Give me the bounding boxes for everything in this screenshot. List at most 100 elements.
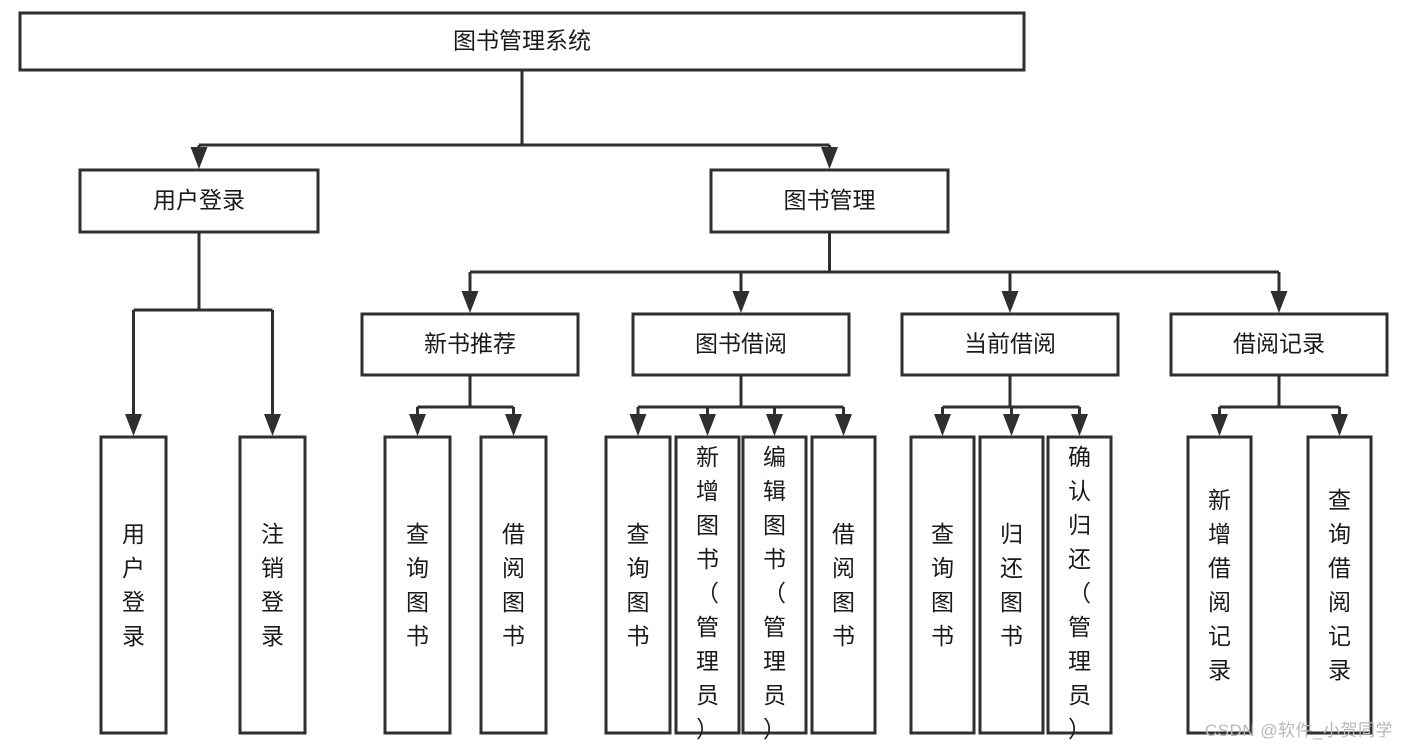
node-label-char: 借 xyxy=(1208,555,1231,581)
arrow-head-icon xyxy=(461,291,479,313)
node-label-char: 增 xyxy=(1208,521,1231,547)
node-label-char: 询 xyxy=(1328,521,1351,547)
node-label-char: 查 xyxy=(931,521,954,547)
node-label-char: 户 xyxy=(122,555,145,581)
arrow-head-icon xyxy=(1003,414,1020,436)
node-box xyxy=(978,435,1045,735)
node-box xyxy=(909,435,976,735)
node-label-char: 归 xyxy=(1068,512,1091,538)
node-box xyxy=(1306,435,1373,735)
node-label-char: 录 xyxy=(1328,657,1351,683)
node-label-char: 询 xyxy=(627,555,650,581)
node-label-char: 录 xyxy=(1208,657,1231,683)
node-label-char: 销 xyxy=(261,555,284,581)
node-box xyxy=(810,435,877,735)
arrow-head-icon xyxy=(1331,414,1348,436)
arrow-head-icon xyxy=(1071,414,1088,436)
node-leaf-user-login[interactable]: 用户登录 xyxy=(99,435,168,735)
node-book-borrow[interactable]: 图书借阅 xyxy=(631,312,851,377)
node-label-char: （ xyxy=(696,580,719,606)
node-label-char: 编 xyxy=(763,444,786,470)
node-label-char: 登 xyxy=(261,589,284,615)
node-label: 用户登录 xyxy=(153,187,245,213)
node-box xyxy=(238,435,307,735)
node-label-char: 图 xyxy=(763,512,786,538)
node-label-char: 理 xyxy=(696,648,719,674)
node-box xyxy=(741,435,808,735)
node-label: 图书借阅 xyxy=(695,331,787,357)
node-label-char: 用 xyxy=(122,521,145,547)
arrow-head-icon xyxy=(1001,291,1019,313)
node-box xyxy=(604,435,672,735)
node-label-char: 管 xyxy=(696,614,719,640)
arrow-head-icon xyxy=(125,414,142,436)
node-label-char: 注 xyxy=(261,521,284,547)
node-label-char: 管 xyxy=(1068,614,1091,640)
arrow-head-icon xyxy=(699,414,716,436)
node-label-char: 登 xyxy=(122,589,145,615)
node-box xyxy=(360,312,580,377)
node-label-char: 图 xyxy=(832,589,855,615)
node-root[interactable]: 图书管理系统 xyxy=(18,11,1026,72)
node-label-char: 理 xyxy=(1068,648,1091,674)
node-box xyxy=(1169,312,1389,377)
node-box xyxy=(1046,435,1113,735)
node-label-char: ） xyxy=(1068,716,1091,742)
node-label-char: 书 xyxy=(1000,623,1023,649)
node-label-char: 询 xyxy=(406,555,429,581)
node-label-char: 阅 xyxy=(832,555,855,581)
node-label-char: 借 xyxy=(502,521,525,547)
node-label-char: 辑 xyxy=(763,478,786,504)
node-box xyxy=(674,435,741,735)
node-label-char: 图 xyxy=(406,589,429,615)
arrow-head-icon xyxy=(766,414,783,436)
node-label-char: 阅 xyxy=(502,555,525,581)
node-label-char: 员 xyxy=(763,682,786,708)
node-box xyxy=(18,11,1026,72)
node-label-char: 新 xyxy=(1208,487,1231,513)
node-label-char: ） xyxy=(696,716,719,742)
node-box xyxy=(900,312,1120,377)
node-label-char: 阅 xyxy=(1208,589,1231,615)
node-label-char: 书 xyxy=(502,623,525,649)
node-box xyxy=(99,435,168,735)
node-label-char: 图 xyxy=(502,589,525,615)
node-label: 图书管理系统 xyxy=(453,28,591,54)
arrow-head-icon xyxy=(629,414,647,436)
node-label-char: 记 xyxy=(1208,623,1231,649)
node-book-manage[interactable]: 图书管理 xyxy=(709,168,950,234)
node-current-borrow[interactable]: 当前借阅 xyxy=(900,312,1120,377)
node-label-char: 管 xyxy=(763,614,786,640)
node-label-char: 询 xyxy=(931,555,954,581)
node-new-book-rec[interactable]: 新书推荐 xyxy=(360,312,580,377)
node-user-login[interactable]: 用户登录 xyxy=(78,168,320,234)
node-label: 当前借阅 xyxy=(964,331,1056,357)
node-label-char: 确 xyxy=(1068,444,1091,470)
node-borrow-record[interactable]: 借阅记录 xyxy=(1169,312,1389,377)
node-label-char: 书 xyxy=(832,623,855,649)
arrow-head-icon xyxy=(1270,291,1288,313)
node-label: 图书管理 xyxy=(784,187,876,213)
node-label-char: 查 xyxy=(406,521,429,547)
connector-layer xyxy=(125,70,1348,436)
node-label-char: 还 xyxy=(1068,546,1091,572)
arrow-head-icon xyxy=(821,147,838,169)
node-box xyxy=(631,312,851,377)
node-label-char: 阅 xyxy=(1328,589,1351,615)
arrow-head-icon xyxy=(505,414,522,436)
node-box xyxy=(479,435,548,735)
